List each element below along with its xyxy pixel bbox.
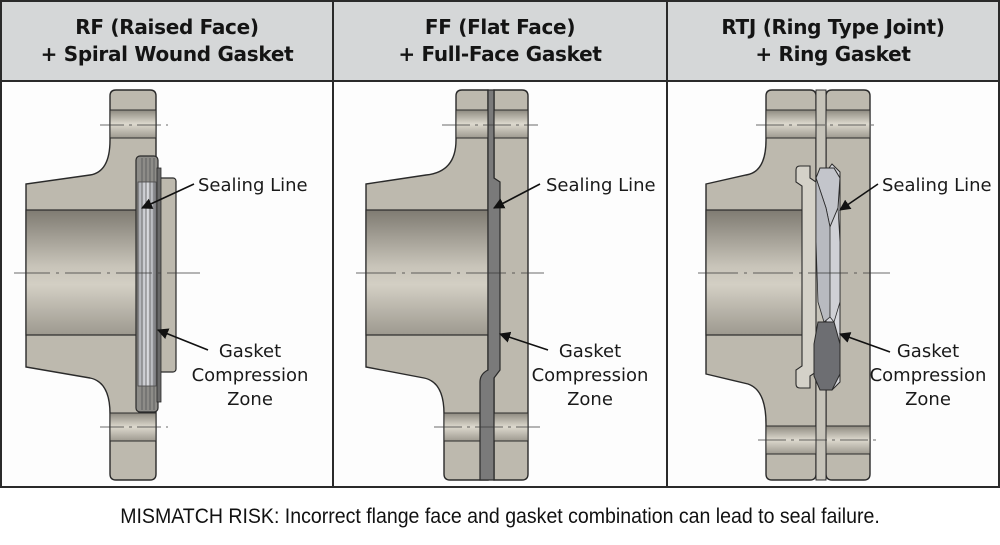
header-rf-subtitle: + Spiral Wound Gasket	[40, 42, 294, 66]
mismatch-risk-caption: MISMATCH RISK: Incorrect flange face and…	[120, 504, 880, 528]
header-ff: FF (Flat Face) + Full-Face Gasket	[334, 2, 668, 82]
rf-spiral-wound-gasket	[135, 155, 162, 413]
header-rtj-title: RTJ (Ring Type Joint)	[721, 15, 945, 39]
ff-centerlines	[356, 124, 544, 428]
cell-rtj: Sealing Line Gasket Compression Zone	[668, 82, 998, 486]
rf-sealing-arrow	[140, 183, 195, 209]
rf-flange-diagram	[14, 89, 209, 481]
header-rf-title: RF (Raised Face)	[75, 15, 259, 39]
rtj-gasket-arrow	[838, 332, 891, 353]
rtj-flange-body	[705, 89, 817, 481]
header-ff-subtitle: + Full-Face Gasket	[398, 42, 602, 66]
ff-flange-diagram	[356, 89, 549, 481]
ff-mating-flange	[493, 89, 529, 481]
rtj-sealing-arrow	[839, 183, 879, 211]
rf-gasket-arrow	[156, 328, 209, 351]
rtj-label-sealing-line: Sealing Line	[882, 175, 992, 196]
ff-flange-body	[365, 89, 489, 481]
rtj-ring-gasket	[813, 163, 841, 391]
rf-flange-body	[25, 89, 157, 481]
ff-label-gasket-zone: Gasket Compression Zone	[531, 341, 649, 410]
cell-ff: Sealing Line Gasket Compression Zone	[334, 82, 668, 486]
ff-sealing-arrow	[493, 183, 541, 209]
rtj-groove	[795, 165, 817, 389]
ff-full-face-gasket	[479, 89, 501, 481]
ff-gasket-arrow	[498, 331, 549, 351]
comparison-table: RF (Raised Face) + Spiral Wound Gasket F…	[0, 0, 1000, 488]
cell-rf: Sealing Line Gasket Compression Zone	[2, 82, 334, 486]
header-rf: RF (Raised Face) + Spiral Wound Gasket	[2, 2, 334, 82]
rtj-flange-diagram	[698, 89, 891, 481]
header-ff-title: FF (Flat Face)	[424, 15, 576, 39]
rf-label-sealing-line: Sealing Line	[198, 175, 308, 196]
rtj-label-gasket-zone: Gasket Compression Zone	[869, 341, 987, 410]
header-rtj: RTJ (Ring Type Joint) + Ring Gasket	[668, 2, 998, 82]
rtj-centerlines	[698, 124, 890, 441]
ff-label-sealing-line: Sealing Line	[546, 175, 656, 196]
header-rtj-subtitle: + Ring Gasket	[755, 42, 911, 66]
rf-label-gasket-zone: Gasket Compression Zone	[191, 341, 309, 410]
rf-centerlines	[14, 124, 200, 428]
